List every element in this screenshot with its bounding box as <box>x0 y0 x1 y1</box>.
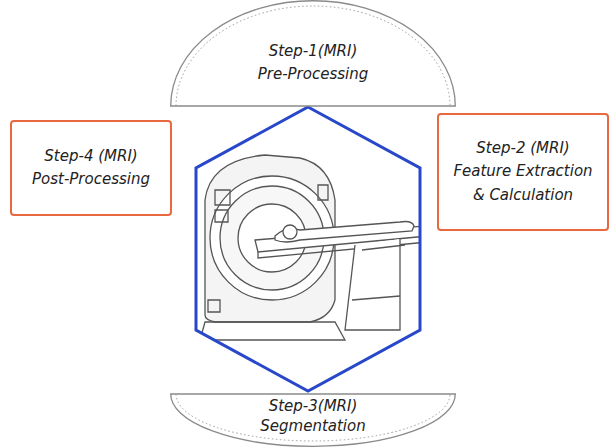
hexagon-frame <box>196 107 420 391</box>
step-box: Step-4 (MRI)Post-Processing <box>10 120 172 216</box>
step-title: Pre-Processing <box>254 63 373 86</box>
step-heading: Step-1(MRI) <box>265 40 362 63</box>
dotted-arc <box>176 6 450 106</box>
dotted-arc <box>176 394 450 441</box>
step-heading: Step-2 (MRI) <box>472 137 573 160</box>
dome-border <box>171 394 456 446</box>
step-box: Step-2 (MRI)Feature Extraction & Calcula… <box>437 113 609 231</box>
step-title: Post-Processing <box>28 168 154 191</box>
step-title: Feature Extraction & Calculation <box>449 160 597 207</box>
step-heading: Step-3(MRI) <box>265 396 362 416</box>
mri-scanner <box>200 155 428 340</box>
dome-border <box>171 1 456 106</box>
step-heading: Step-4 (MRI) <box>40 145 141 168</box>
step-dome: Step-1(MRI)Pre-Processing <box>170 0 456 106</box>
step-dome: Step-3(MRI)Segmentation <box>170 394 456 447</box>
step-title: Segmentation <box>256 416 369 436</box>
